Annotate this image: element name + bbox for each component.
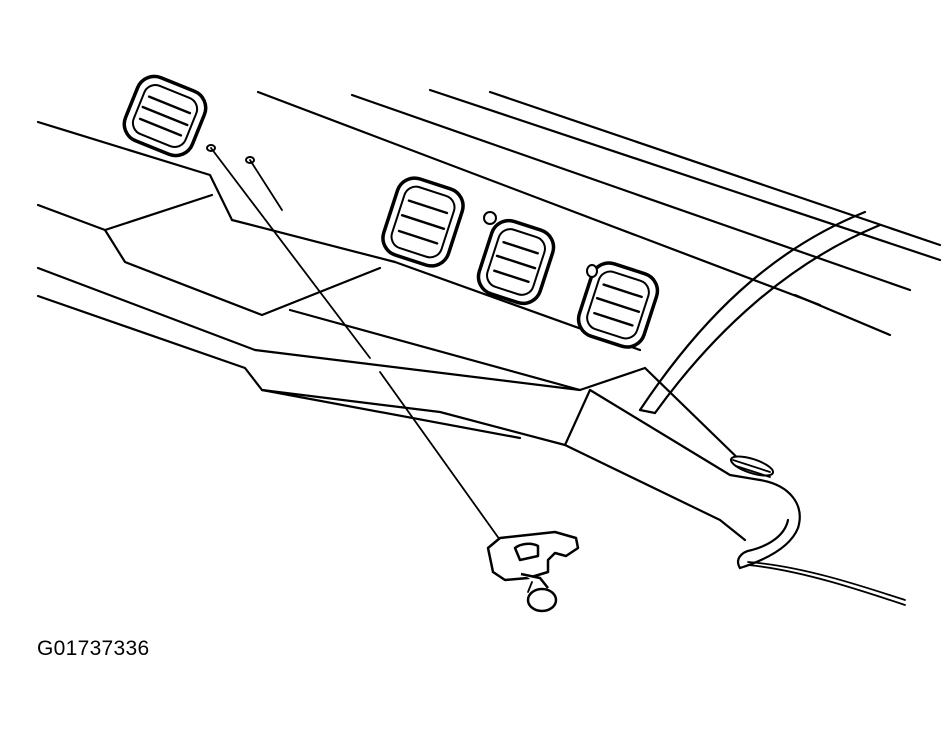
panel-edge-lines xyxy=(36,88,942,542)
release-handle xyxy=(729,455,906,606)
vent-4 xyxy=(576,261,660,349)
vent-2 xyxy=(381,176,465,268)
figure-id-label: G01737336 xyxy=(37,637,150,660)
vent-1 xyxy=(122,74,208,158)
mounting-holes xyxy=(206,144,598,278)
vent-3 xyxy=(476,218,556,306)
retainer-clip-icon xyxy=(486,530,580,613)
leader-lines xyxy=(210,147,501,541)
pillar-trim xyxy=(638,210,882,415)
